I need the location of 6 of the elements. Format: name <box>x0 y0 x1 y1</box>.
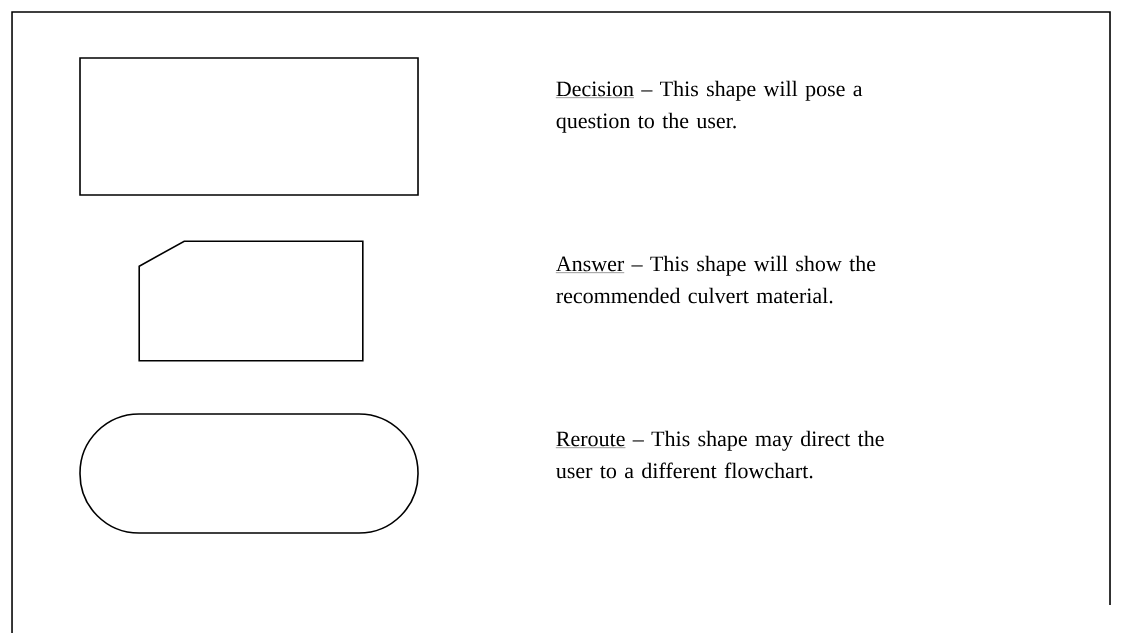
shape-description: Reroute – This shape may direct the user to a different flowchart. <box>555 430 884 479</box>
reroute-shape <box>79 413 419 534</box>
decision-box <box>79 57 419 196</box>
answer-shape <box>138 240 364 362</box>
shape-description: Decision – This shape will pose a question to the user. <box>555 80 863 133</box>
shape-description: Answer – This shape will show the recommended culvert material. <box>555 255 876 304</box>
